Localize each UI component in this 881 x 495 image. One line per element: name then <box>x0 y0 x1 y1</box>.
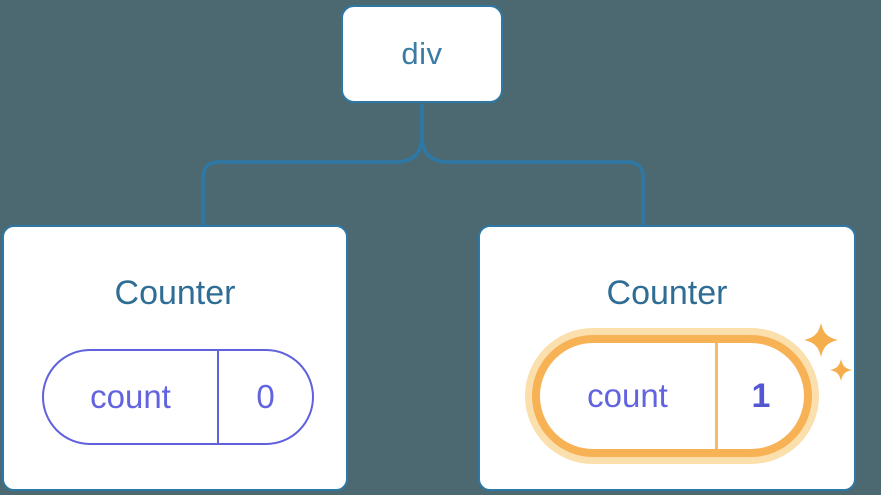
sparkle-large <box>804 323 838 357</box>
root-node-label: div <box>401 36 443 71</box>
root-node-div: div <box>341 5 503 103</box>
counter-card-left: Counter count 0 <box>2 225 348 491</box>
state-pill-right-highlighted: count 1 <box>532 335 812 457</box>
state-key-label: count <box>90 378 171 415</box>
state-key-label: count <box>587 377 668 414</box>
counter-right-title: Counter <box>606 274 728 312</box>
counter-card-right: Counter count 1 <box>478 225 856 491</box>
state-pill-left: count 0 <box>42 349 314 445</box>
connector-left-branch <box>201 104 424 226</box>
state-value: 1 <box>715 343 804 449</box>
connector-right-branch <box>420 104 645 226</box>
state-value: 0 <box>217 351 312 443</box>
sparkles-icon <box>804 323 852 381</box>
sparkle-small <box>830 359 852 381</box>
counter-left-title: Counter <box>114 274 236 312</box>
